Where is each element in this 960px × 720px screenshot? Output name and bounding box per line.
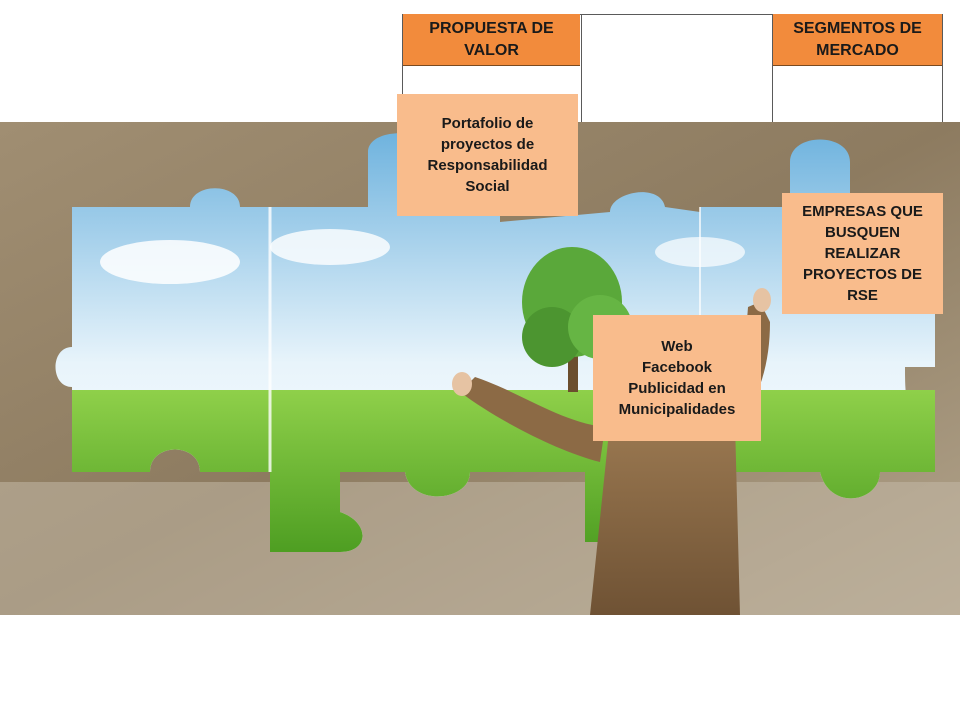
header-segmentos-label: SEGMENTOS DE MERCADO [793, 19, 922, 59]
note-canales-text: Web Facebook Publicidad en Municipalidad… [618, 338, 736, 418]
canvas-column-segmentos [772, 14, 943, 122]
note-segmentos-empresas: EMPRESAS QUE BUSQUEN REALIZAR PROYECTOS … [782, 193, 943, 314]
canvas-column-propuesta [402, 14, 582, 122]
note-propuesta-text: Portafolio de proyectos de Responsabilid… [427, 115, 548, 195]
note-portafolio-rse: Portafolio de proyectos de Responsabilid… [397, 94, 578, 216]
header-propuesta-de-valor: PROPUESTA DE VALOR [403, 14, 580, 66]
canvas-column-relaciones [580, 14, 773, 123]
note-canales: Web Facebook Publicidad en Municipalidad… [593, 315, 761, 441]
header-propuesta-label: PROPUESTA DE VALOR [429, 19, 554, 59]
note-segmentos-text: EMPRESAS QUE BUSQUEN REALIZAR PROYECTOS … [802, 203, 923, 304]
header-segmentos-de-mercado: SEGMENTOS DE MERCADO [773, 14, 942, 66]
